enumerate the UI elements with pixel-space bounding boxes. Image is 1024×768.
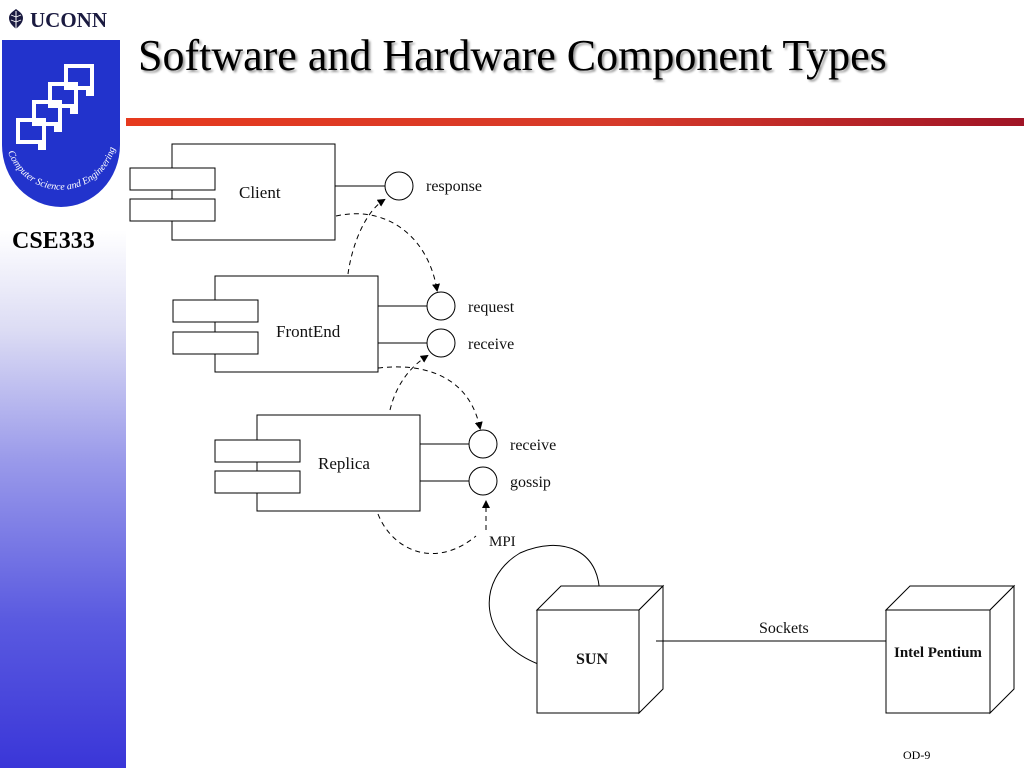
frontend-component: FrontEnd xyxy=(172,275,379,373)
client-component: Client xyxy=(129,143,336,241)
frontend-receive-label: receive xyxy=(468,336,514,353)
frontend-label: FrontEnd xyxy=(276,322,341,341)
gossip-label: gossip xyxy=(510,474,551,491)
slide-number: OD-9 xyxy=(903,748,931,762)
frontend-to-response-dependency xyxy=(347,198,386,275)
mpi-label: MPI xyxy=(489,534,516,550)
intel-pentium-label: Intel Pentium xyxy=(894,645,982,661)
slide-title: Software and Hardware Component Types xyxy=(138,31,887,80)
replica-receive-interface xyxy=(468,429,498,459)
brand-name: UCONN xyxy=(30,8,107,32)
title-divider xyxy=(126,118,1024,126)
response-label: response xyxy=(426,178,482,195)
sun-label: SUN xyxy=(576,651,608,668)
replica-mpi-dependency xyxy=(377,513,477,554)
mpi-connection xyxy=(488,545,601,665)
course-code: CSE333 xyxy=(12,228,95,254)
request-label: request xyxy=(468,299,515,316)
gossip-interface xyxy=(468,466,498,496)
response-interface xyxy=(384,171,414,201)
intel-pentium-node xyxy=(884,584,1016,715)
replica-receive-label: receive xyxy=(510,437,556,454)
uconn-oak-leaf-icon xyxy=(9,9,23,29)
request-interface xyxy=(426,291,456,321)
frontend-receive-interface xyxy=(426,328,456,358)
sun-node xyxy=(535,584,665,715)
replica-label: Replica xyxy=(318,454,370,473)
cse-logo: Computer Science and Engineering xyxy=(2,40,120,207)
sockets-label: Sockets xyxy=(759,620,809,637)
component-diagram: Client response FrontEnd request receive… xyxy=(129,143,1016,715)
replica-to-receive-dependency xyxy=(389,354,429,411)
replica-component: Replica xyxy=(214,414,421,512)
client-label: Client xyxy=(239,183,281,202)
